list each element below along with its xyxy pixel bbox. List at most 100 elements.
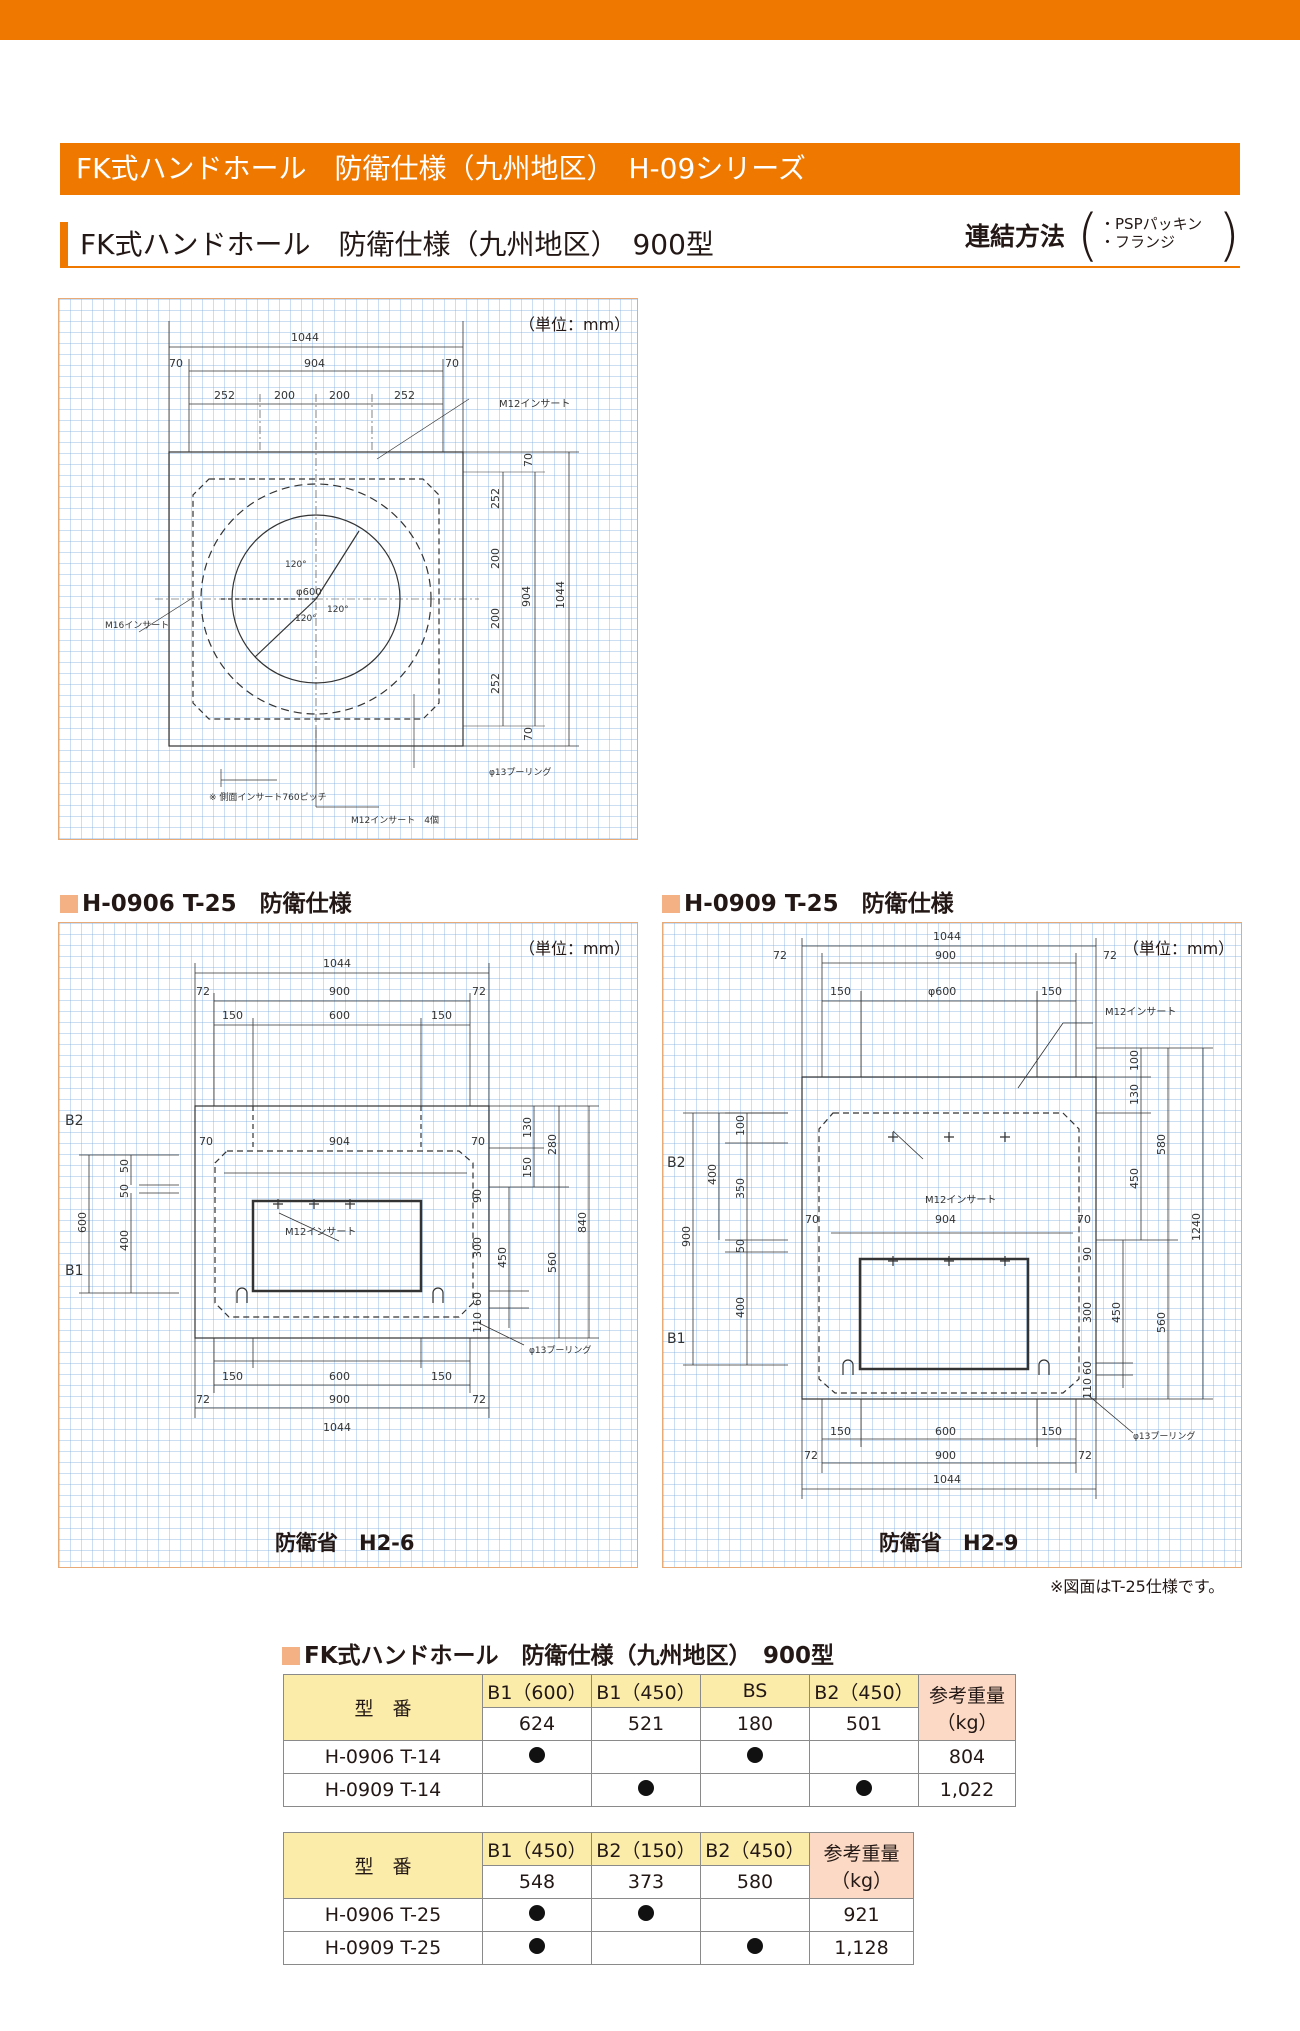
s2-edge-tl: 72	[773, 949, 787, 962]
s2-left-350: 350	[734, 1178, 747, 1199]
s2-total-top: 1044	[933, 930, 961, 943]
s2-left-400a: 400	[706, 1164, 719, 1185]
col-header-b2-450: B2（450）	[809, 1674, 919, 1708]
mark-cell	[700, 1898, 810, 1932]
col-value-b2-150: 373	[591, 1865, 701, 1899]
s2-side-tl: 150	[830, 985, 851, 998]
plan-dim-a-left: 252	[214, 389, 235, 402]
s1-left-50a: 50	[118, 1159, 131, 1173]
mark-dot	[529, 1905, 545, 1921]
s2-side-bl: 150	[830, 1425, 851, 1438]
table-row: H-0909 T-25 1,128	[283, 1931, 914, 1965]
mark-cell	[591, 1898, 701, 1932]
s1-right-840: 840	[576, 1212, 589, 1233]
s2-right-560: 560	[1155, 1312, 1168, 1333]
weight-header-cell: 参考重量（kg）	[918, 1674, 1016, 1741]
s1-edge-bl: 72	[196, 1393, 210, 1406]
plan-dim-a-bottom-v: 252	[489, 673, 502, 694]
section-0906-drawing: 1044 72 900 72 150 600 150 70 904 70 150…	[65, 957, 599, 1434]
mark-dot	[856, 1780, 872, 1796]
opening-0909	[858, 1257, 1030, 1371]
s2-right-1240: 1240	[1190, 1213, 1203, 1241]
s2-mid-bottom: 600	[935, 1425, 956, 1438]
col-header-b1-600: B1（600）	[482, 1674, 592, 1708]
connection-option-flange: ・フランジ	[1100, 233, 1176, 251]
plan-label-pulling-ring: φ13プーリング	[489, 766, 551, 778]
top-accent-bar	[0, 0, 1300, 40]
s2-inner2: 904	[935, 1213, 956, 1226]
plan-dim-b-left: 200	[274, 389, 295, 402]
col-header-b1-450: B1（450）	[482, 1832, 592, 1866]
mark-dot	[638, 1780, 654, 1796]
s1-left-50b: 50	[118, 1184, 131, 1198]
table-row: H-0909 T-14 1,022	[283, 1773, 1016, 1807]
s1-right-90: 90	[471, 1189, 484, 1203]
s1-side-bl: 150	[222, 1370, 243, 1383]
table-value-row: 624 521 180 501	[284, 1707, 1016, 1741]
plan-inner-dashed	[192, 478, 440, 720]
section-0906-heading: H-0906 T-25 防衛仕様	[60, 884, 352, 918]
spec-table-t25: 型 番 B1（450） B2（150） B2（450） 参考重量（kg） 548…	[283, 1832, 914, 1965]
mark-cell	[591, 1773, 701, 1807]
mark-cell	[700, 1931, 810, 1965]
s1-edge-tr: 72	[472, 985, 486, 998]
plan-dim-b-right: 200	[329, 389, 350, 402]
mark-cell	[809, 1740, 919, 1774]
row-weight: 921	[809, 1898, 914, 1932]
open-paren: (	[1077, 203, 1099, 268]
s1-edge2-r: 70	[471, 1135, 485, 1148]
connection-method: 連結方法 ( ・PSPパッキン ・フランジ )	[965, 205, 1240, 267]
mark-cell	[700, 1740, 810, 1774]
s1-label-m12: M12インサート	[285, 1226, 356, 1238]
mark-dot	[529, 1747, 545, 1763]
section-0909-caption: 防衛省 H2-9	[879, 1531, 1019, 1555]
table-row: H-0906 T-14 804	[283, 1740, 1016, 1774]
plan-label-side-insert: ※ 側面インサート760ピッチ	[209, 791, 327, 803]
plan-label-m12-4: M12インサート 4個	[351, 814, 439, 826]
s2-edge-bl: 72	[804, 1449, 818, 1462]
s1-right-560: 560	[546, 1252, 559, 1273]
mark-cell	[482, 1898, 592, 1932]
s1-right-150: 150	[521, 1157, 534, 1178]
s1-right-130: 130	[521, 1117, 534, 1138]
plan-dim-a-top-v: 252	[489, 488, 502, 509]
plan-dim-total-v: 1044	[554, 581, 567, 609]
mark-dot	[638, 1905, 654, 1921]
plan-label-m12: M12インサート	[499, 398, 570, 410]
plan-label-angle-2: 120°	[327, 605, 349, 615]
s1-right-300: 300	[471, 1237, 484, 1258]
s2-inner-top: 900	[935, 949, 956, 962]
s1-inner-top: 900	[329, 985, 350, 998]
col-header-b2-150: B2（150）	[591, 1832, 701, 1866]
s2-side-br: 150	[1041, 1425, 1062, 1438]
section-0909-unit: （単位：mm）	[1123, 939, 1235, 958]
opening-0906	[251, 1199, 423, 1293]
series-title: FK式ハンドホール 防衛仕様（九州地区） H-09シリーズ	[60, 143, 1240, 195]
s1-mid-top: 600	[329, 1009, 350, 1022]
heading-marker-square	[662, 895, 680, 913]
section-0906-panel: （単位：mm）	[58, 922, 638, 1568]
table-section-heading: FK式ハンドホール 防衛仕様（九州地区） 900型	[282, 1636, 834, 1670]
table-header-row: 型 番 B1（450） B2（150） B2（450） 参考重量（kg）	[283, 1832, 914, 1899]
plan-label-diameter: φ600	[296, 587, 322, 598]
mark-cell	[809, 1773, 919, 1807]
section-0909-panel: （単位：mm）	[662, 922, 1242, 1568]
section-0906-heading-text: H-0906 T-25 防衛仕様	[82, 891, 352, 917]
mark-dot	[747, 1747, 763, 1763]
plan-radius-line	[315, 530, 360, 600]
plan-dim-b-bottom-v: 200	[489, 608, 502, 629]
s1-right-280: 280	[546, 1134, 559, 1155]
s2-mid-top: φ600	[928, 985, 956, 998]
heading-marker-square	[60, 895, 78, 913]
s2-right-300: 300	[1081, 1302, 1094, 1323]
s1-mid-bottom: 600	[329, 1370, 350, 1383]
section-0906-caption: 防衛省 H2-6	[275, 1531, 415, 1555]
mark-cell	[482, 1931, 592, 1965]
s1-inner-bottom: 900	[329, 1393, 350, 1406]
plan-dim-total: 1044	[291, 331, 319, 344]
s2-right-60: 60	[1081, 1361, 1094, 1375]
box-0906	[194, 1105, 490, 1339]
s2-left-100: 100	[734, 1115, 747, 1136]
s2-left-50: 50	[734, 1239, 747, 1253]
col-value-b1-450: 521	[591, 1707, 701, 1741]
